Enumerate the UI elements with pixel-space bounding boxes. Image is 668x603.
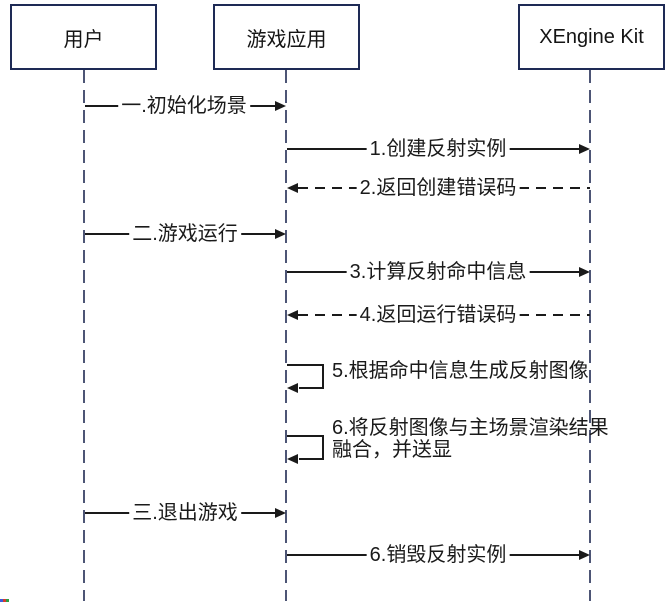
message-label-generate-image: 5.根据命中信息生成反射图像 xyxy=(332,360,589,382)
message-label-return-runtime-error: 4.返回运行错误码 xyxy=(356,304,520,326)
message-game-running-arrowhead xyxy=(275,229,286,239)
actor-box-game-app: 游戏应用 xyxy=(213,4,360,70)
message-compute-hit-arrowhead xyxy=(579,267,590,277)
actor-box-xengine-kit: XEngine Kit xyxy=(518,4,665,70)
message-label-game-running: 二.游戏运行 xyxy=(129,223,241,245)
message-return-create-error-arrowhead xyxy=(287,183,298,193)
message-label-destroy-instance: 6.销毁反射实例 xyxy=(366,544,510,566)
actor-label-game-app: 游戏应用 xyxy=(246,28,327,51)
message-label-blend-display-line1: 6.将反射图像与主场景渲染结果 xyxy=(332,417,609,439)
message-init-scene-arrowhead xyxy=(275,101,286,111)
message-create-instance-arrowhead xyxy=(579,144,590,154)
message-label-exit-game: 三.退出游戏 xyxy=(129,502,241,524)
message-destroy-instance-arrowhead xyxy=(579,550,590,560)
message-blend-display-self-loop xyxy=(287,435,324,460)
message-exit-game-arrowhead xyxy=(275,508,286,518)
message-label-init-scene: 一.初始化场景 xyxy=(118,95,250,117)
message-label-return-create-error: 2.返回创建错误码 xyxy=(356,177,520,199)
actor-box-user: 用户 xyxy=(10,4,157,70)
message-generate-image-arrowhead xyxy=(287,383,298,393)
message-label-create-instance: 1.创建反射实例 xyxy=(366,138,510,160)
message-label-compute-hit: 3.计算反射命中信息 xyxy=(346,261,530,283)
message-label-blend-display: 6.将反射图像与主场景渲染结果 融合，并送显 xyxy=(332,417,609,461)
actor-label-xengine-kit: XEngine Kit xyxy=(539,25,644,48)
corner-pixel-artifact xyxy=(0,599,9,602)
message-blend-display-arrowhead xyxy=(287,454,298,464)
message-label-blend-display-line2: 融合，并送显 xyxy=(332,439,452,461)
message-generate-image-self-loop xyxy=(287,364,324,389)
actor-label-user: 用户 xyxy=(63,28,104,51)
message-return-runtime-error-arrowhead xyxy=(287,310,298,320)
